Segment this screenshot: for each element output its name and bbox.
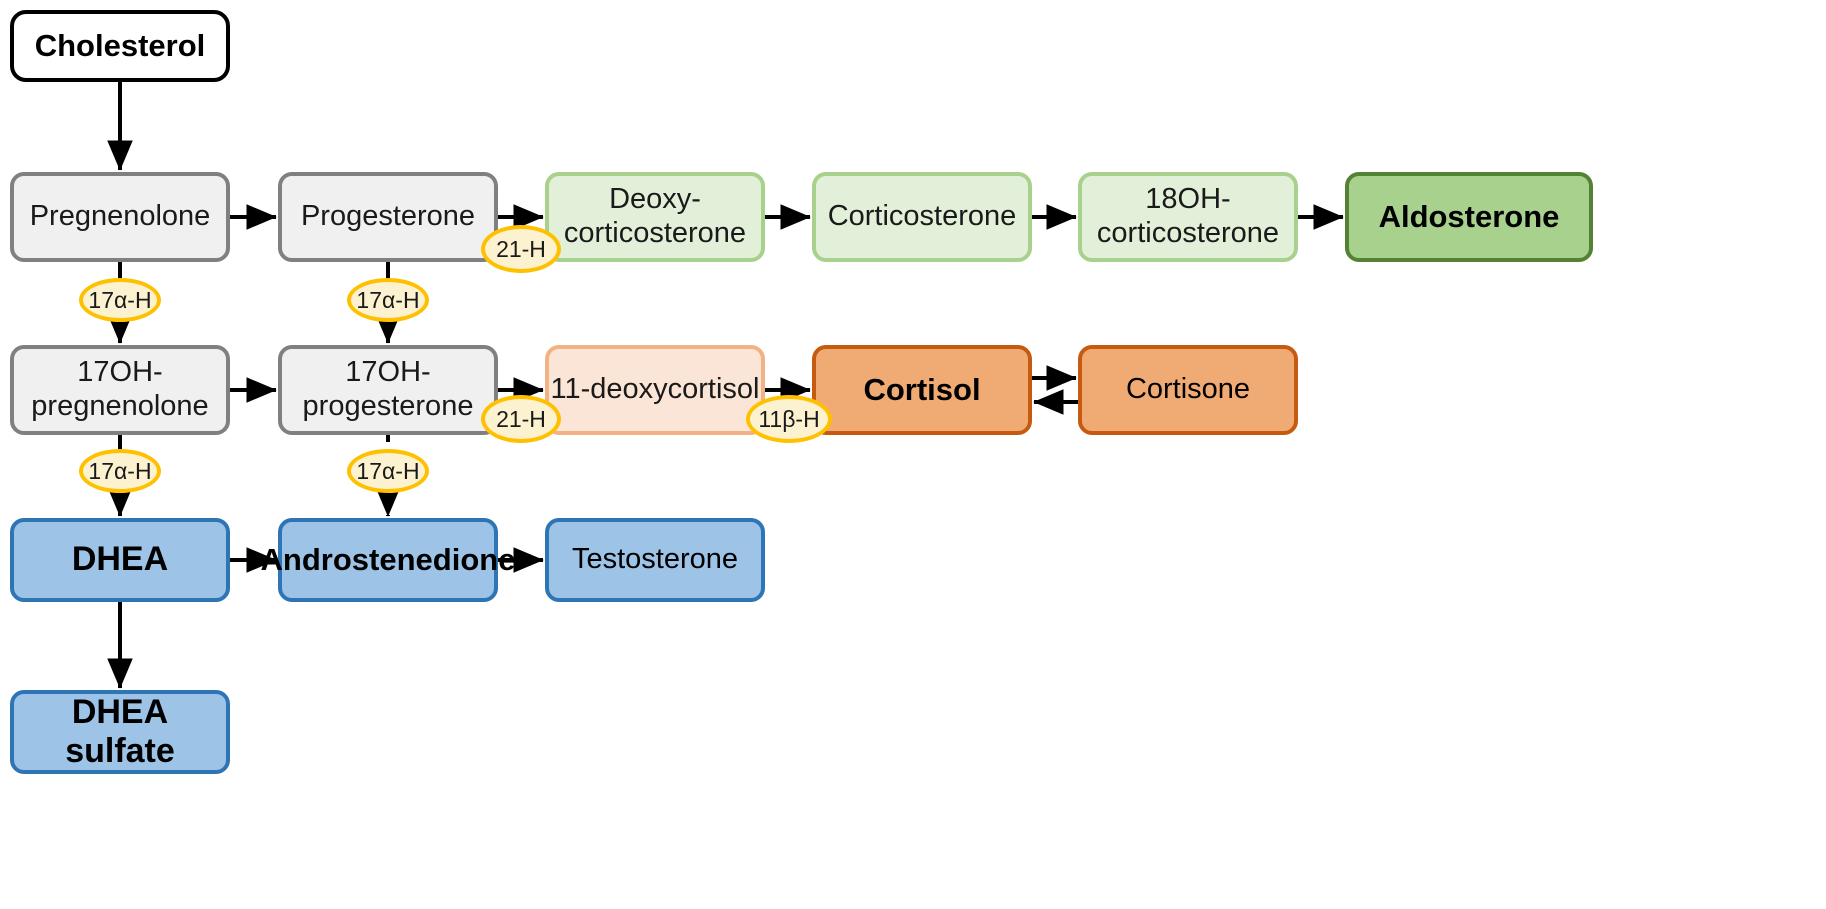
node-progesterone[interactable]: Progesterone bbox=[278, 172, 498, 262]
enzyme-enz-17ah-3[interactable]: 17α-H bbox=[79, 449, 161, 493]
node-aldosterone[interactable]: Aldosterone bbox=[1345, 172, 1593, 262]
enzyme-enz-11bh[interactable]: 11β-H bbox=[746, 395, 832, 443]
node-17oh-pregnenolone[interactable]: 17OH- pregnenolone bbox=[10, 345, 230, 435]
node-17oh-progesterone[interactable]: 17OH- progesterone bbox=[278, 345, 498, 435]
node-testosterone[interactable]: Testosterone bbox=[545, 518, 765, 602]
node-dhea[interactable]: DHEA bbox=[10, 518, 230, 602]
node-11-deoxycortisol[interactable]: 11-deoxycortisol bbox=[545, 345, 765, 435]
enzyme-enz-17ah-1[interactable]: 17α-H bbox=[79, 278, 161, 322]
node-cortisol[interactable]: Cortisol bbox=[812, 345, 1032, 435]
node-cholesterol[interactable]: Cholesterol bbox=[10, 10, 230, 82]
enzyme-enz-17ah-4[interactable]: 17α-H bbox=[347, 449, 429, 493]
node-dhea-sulfate[interactable]: DHEA sulfate bbox=[10, 690, 230, 774]
enzyme-enz-21h-top[interactable]: 21-H bbox=[481, 225, 561, 273]
node-cortisone[interactable]: Cortisone bbox=[1078, 345, 1298, 435]
node-androstenedione[interactable]: Androstenedione bbox=[261, 518, 515, 602]
node-pregnenolone[interactable]: Pregnenolone bbox=[10, 172, 230, 262]
node-18oh-corticosterone[interactable]: 18OH- corticosterone bbox=[1078, 172, 1298, 262]
node-corticosterone[interactable]: Corticosterone bbox=[812, 172, 1032, 262]
enzyme-enz-17ah-2[interactable]: 17α-H bbox=[347, 278, 429, 322]
node-deoxycorticosterone[interactable]: Deoxy- corticosterone bbox=[545, 172, 765, 262]
enzyme-enz-21h-mid[interactable]: 21-H bbox=[481, 395, 561, 443]
